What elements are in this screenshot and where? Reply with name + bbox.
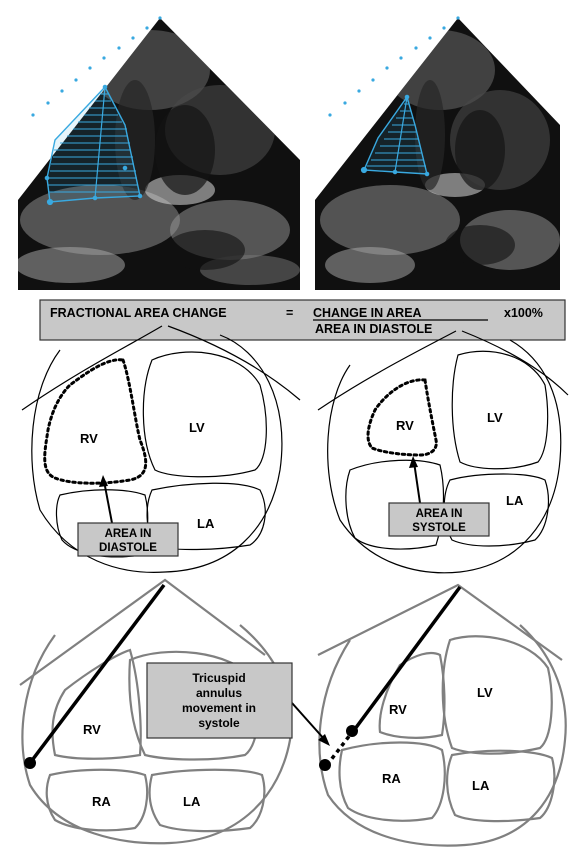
formula-denominator: AREA IN DIASTOLE xyxy=(315,322,432,336)
schematic-tapse-systole xyxy=(318,585,566,846)
echo-image-systole xyxy=(315,10,560,290)
label-lv: LV xyxy=(189,420,205,435)
lv-chamber xyxy=(143,352,266,477)
la-chamber xyxy=(150,770,265,831)
tricuspid-annulus-dot-systole xyxy=(346,725,358,737)
label-la: LA xyxy=(472,778,490,793)
label-la: LA xyxy=(183,794,201,809)
svg-text:AREA IN: AREA IN xyxy=(105,528,152,540)
rv-chamber xyxy=(380,653,445,738)
formula-multiplier: x100% xyxy=(504,306,543,320)
arrowhead-icon xyxy=(99,475,108,487)
callout-arrow xyxy=(414,462,420,503)
callout-area-in-systole: AREA IN SYSTOLE xyxy=(389,503,489,536)
label-rv: RV xyxy=(389,702,407,717)
callout-area-in-diastole: AREA IN DIASTOLE xyxy=(78,523,178,556)
svg-text:systole: systole xyxy=(198,716,240,730)
lv-chamber xyxy=(443,636,552,753)
arrowhead-icon xyxy=(409,456,418,468)
svg-text:SYSTOLE: SYSTOLE xyxy=(412,522,466,534)
formula-equals: = xyxy=(286,306,293,320)
tricuspid-annulus-dot-diastole xyxy=(319,759,331,771)
label-rv: RV xyxy=(83,722,101,737)
annulus-displacement-line xyxy=(327,735,350,765)
label-lv: LV xyxy=(477,685,493,700)
svg-text:movement in: movement in xyxy=(182,701,256,715)
label-ra: RA xyxy=(92,794,111,809)
formula-label: FRACTIONAL AREA CHANGE xyxy=(50,306,227,320)
probe-sector-line xyxy=(462,331,568,395)
heart-outline xyxy=(328,340,561,573)
label-la: LA xyxy=(197,516,215,531)
tricuspid-annulus-dot xyxy=(24,757,36,769)
svg-text:Tricuspid: Tricuspid xyxy=(192,671,245,685)
label-la: LA xyxy=(506,493,524,508)
callout-arrow xyxy=(104,481,112,523)
label-rv: RV xyxy=(80,431,98,446)
svg-text:DIASTOLE: DIASTOLE xyxy=(99,542,157,554)
svg-text:annulus: annulus xyxy=(196,686,242,700)
rv-chamber xyxy=(52,650,140,759)
label-rv: RV xyxy=(396,418,414,433)
label-ra: RA xyxy=(382,771,401,786)
fractional-area-change-formula: FRACTIONAL AREA CHANGE = CHANGE IN AREA … xyxy=(40,300,565,340)
rv-dotted-trace-diastole xyxy=(45,360,146,483)
formula-numerator: CHANGE IN AREA xyxy=(313,306,422,320)
label-lv: LV xyxy=(487,410,503,425)
echo-image-diastole xyxy=(15,10,300,290)
probe-sector-line xyxy=(318,331,456,410)
callout-tricuspid-annulus: Tricuspid annulus movement in systole xyxy=(147,663,292,738)
svg-text:AREA IN: AREA IN xyxy=(416,508,463,520)
